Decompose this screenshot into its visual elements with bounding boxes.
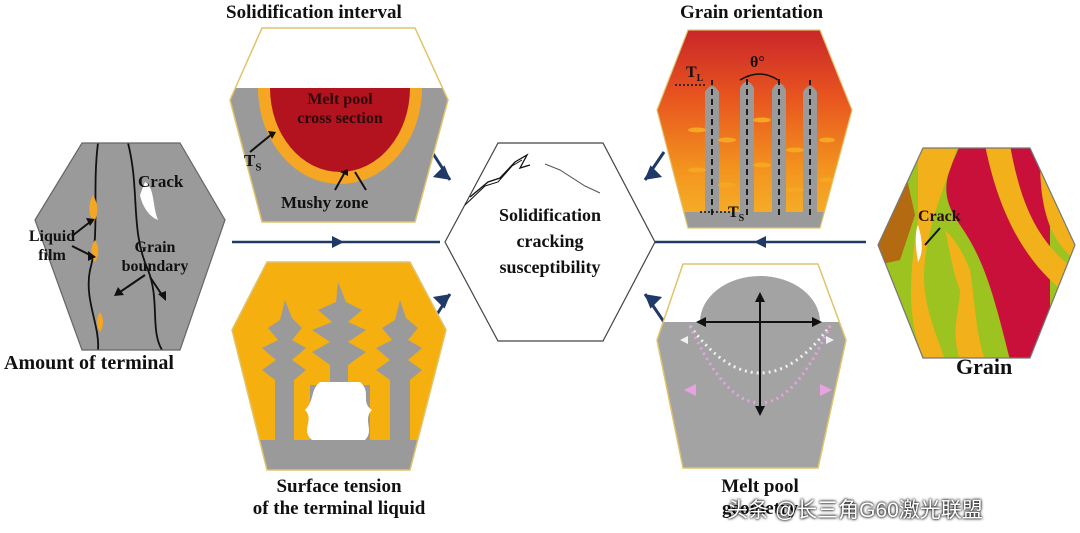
connector-lines xyxy=(232,151,866,323)
ts-subscript: S xyxy=(255,161,262,174)
melt-pool-cross-section-label: Melt pool cross section xyxy=(270,90,410,128)
boundary-word-label: boundary xyxy=(121,258,189,275)
melt-pool-label-line1: Melt pool xyxy=(307,91,373,108)
title-grain-orientation: Grain orientation xyxy=(680,2,824,23)
title-melt-pool-geometry-line1: Melt pool xyxy=(721,476,799,497)
arrow-left-icon xyxy=(754,236,766,248)
ts-label-grain-orientation: TS xyxy=(728,202,744,230)
center-label: Solidification cracking susceptibility xyxy=(460,202,640,280)
watermark-text: 头条 @长三角G60激光联盟 xyxy=(727,499,983,522)
ts-subscript-go: S xyxy=(738,213,745,225)
ts-letter: T xyxy=(244,151,256,170)
crack-label-terminal: Crack xyxy=(138,172,184,191)
title-surface-tension-line2: of the terminal liquid xyxy=(252,498,426,519)
ts-label-solidification: TS xyxy=(244,150,261,178)
title-melt-pool-geometry: Melt pool geometry xyxy=(670,476,850,520)
theta-label: θ° xyxy=(750,54,765,71)
film-label: film xyxy=(38,247,66,264)
tl-subscript: L xyxy=(696,73,704,85)
grain-word-label: Grain xyxy=(134,239,176,256)
title-melt-pool-geometry-line2: geometry xyxy=(722,498,798,519)
arrow-right-icon xyxy=(332,236,344,248)
center-line1: Solidification xyxy=(498,205,601,225)
grain-panel xyxy=(877,147,1076,359)
crack-label-grain: Crack xyxy=(918,208,961,225)
tl-letter: T xyxy=(686,64,697,81)
liquid-label: Liquid xyxy=(28,228,76,245)
title-grain: Grain xyxy=(956,354,1013,379)
ts-letter-go: T xyxy=(728,204,739,221)
center-line2: cracking xyxy=(516,231,584,251)
mushy-zone-label: Mushy zone xyxy=(281,193,369,212)
dendrite-group xyxy=(657,81,852,228)
title-amount-of-terminal: Amount of terminal xyxy=(4,352,174,374)
title-surface-tension-line1: Surface tension xyxy=(276,476,402,497)
liquid-film-label: Liquid film xyxy=(22,227,82,265)
solidification-interval-panel xyxy=(229,27,449,223)
melt-pool-label-line2: cross section xyxy=(297,110,383,127)
tl-label: TL xyxy=(686,62,703,90)
center-line3: susceptibility xyxy=(499,257,601,277)
center-hexagon xyxy=(444,142,656,342)
grain-boundary-label: Grain boundary xyxy=(110,238,200,276)
melt-pool-geometry-panel xyxy=(656,263,847,469)
grain-orientation-panel xyxy=(656,29,853,229)
title-surface-tension: Surface tension of the terminal liquid xyxy=(214,476,464,520)
surface-tension-panel xyxy=(231,261,447,471)
title-solidification-interval: Solidification interval xyxy=(226,2,402,23)
